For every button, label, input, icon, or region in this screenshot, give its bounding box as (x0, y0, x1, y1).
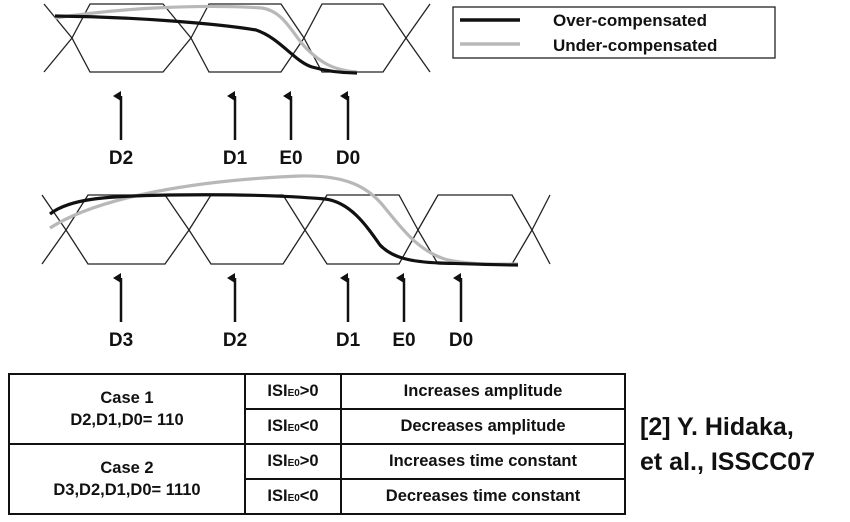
isi-label: ISI (267, 382, 288, 400)
isi-condition: >0 (299, 452, 319, 470)
isi-label: ISI (267, 487, 288, 505)
isi-subscript: E0 (287, 388, 300, 399)
top-arrows (113, 91, 350, 140)
bottom-eye-diagram (41, 194, 551, 265)
bottom-over-compensated-curve (49, 193, 519, 267)
case-2-cell: Case 2 D3,D2,D1,D0= 1110 (8, 443, 246, 515)
top-over-compensated-curve (54, 14, 358, 75)
top-label-d1: D1 (223, 148, 248, 169)
top-eye-diagram (43, 3, 431, 73)
isi-condition-cell: ISIE0<0 (244, 478, 342, 515)
isi-condition: >0 (299, 382, 319, 400)
bottom-label-d2: D2 (223, 330, 247, 351)
isi-subscript: E0 (287, 493, 300, 504)
legend-over-label: Over-compensated (553, 11, 707, 30)
isi-condition-cell: ISIE0>0 (244, 373, 342, 410)
bottom-arrows (113, 273, 463, 322)
top-label-d2: D2 (109, 148, 133, 169)
isi-condition: <0 (299, 487, 319, 505)
bottom-label-d0: D0 (449, 330, 473, 351)
case-2-title: Case 2 (100, 458, 154, 477)
case-1-bits: D2,D1,D0= 110 (70, 411, 184, 429)
bottom-label-d3: D3 (109, 330, 133, 351)
effect-cell: Increases amplitude (340, 373, 626, 410)
isi-condition: <0 (299, 417, 319, 435)
effect-cell: Decreases time constant (340, 478, 626, 515)
table-row: Case 1 D2,D1,D0= 110 ISIE0>0 Increases a… (8, 373, 626, 445)
top-under-compensated-curve (54, 4, 358, 74)
citation-line-2: et al., ISSCC07 (640, 448, 816, 476)
effect-cell: Decreases amplitude (340, 408, 626, 445)
case-2-bits: D3,D2,D1,D0= 1110 (53, 481, 201, 499)
isi-case-table: Case 1 D2,D1,D0= 110 ISIE0>0 Increases a… (8, 373, 626, 515)
bottom-label-e0: E0 (392, 330, 415, 351)
citation-line-1: [2] Y. Hidaka, (640, 413, 794, 441)
table-row: Case 2 D3,D2,D1,D0= 1110 ISIE0>0 Increas… (8, 443, 626, 515)
effect-cell: Increases time constant (340, 443, 626, 480)
isi-label: ISI (267, 417, 288, 435)
table-row: ISIE0<0 Decreases time constant (9, 478, 626, 515)
top-label-d0: D0 (336, 148, 360, 169)
isi-condition-cell: ISIE0<0 (244, 408, 342, 445)
legend-under-label: Under-compensated (553, 36, 717, 55)
case-1-title: Case 1 (100, 388, 154, 407)
isi-subscript: E0 (287, 423, 300, 434)
isi-label: ISI (267, 452, 288, 470)
top-label-e0: E0 (279, 148, 302, 169)
isi-condition-cell: ISIE0>0 (244, 443, 342, 480)
bottom-under-compensated-curve (49, 174, 519, 266)
isi-subscript: E0 (287, 458, 300, 469)
table-row: ISIE0<0 Decreases amplitude (9, 408, 626, 445)
case-1-cell: Case 1 D2,D1,D0= 110 (8, 373, 246, 445)
legend: Over-compensated Under-compensated (452, 6, 776, 59)
bottom-label-d1: D1 (336, 330, 361, 351)
citation: [2] Y. Hidaka, et al., ISSCC07 (640, 410, 815, 480)
